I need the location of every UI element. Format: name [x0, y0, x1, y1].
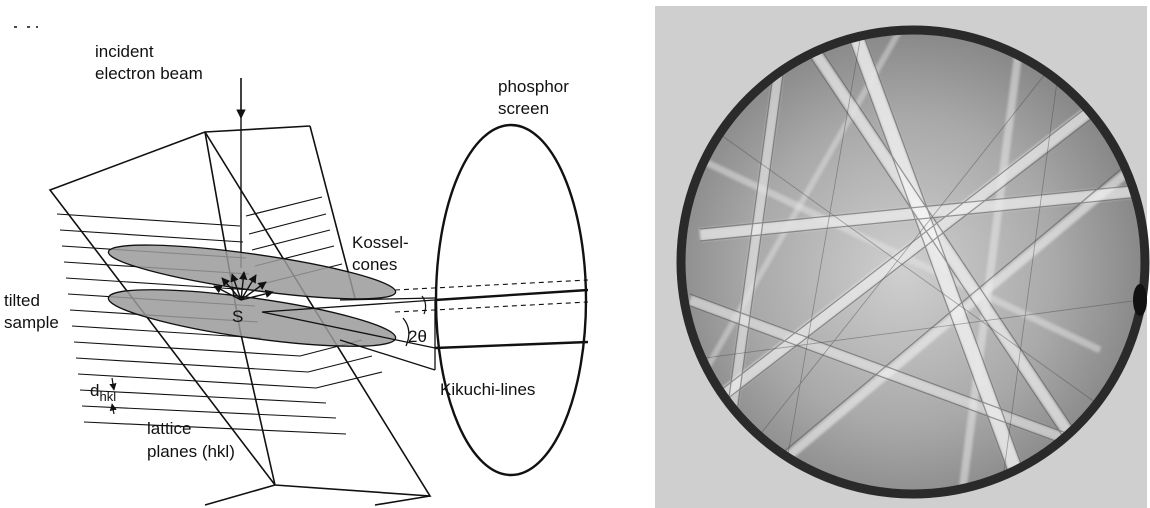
phosphor-screen	[436, 125, 586, 475]
label-two-theta: 2θ	[408, 327, 427, 346]
label-phosphor-1: phosphor	[498, 77, 569, 96]
kikuchi-pattern-image	[655, 6, 1150, 508]
label-dhkl-sub: hkl	[99, 389, 116, 404]
diagram-labels: incident electron beam phosphor screen K…	[4, 42, 569, 461]
label-lattice-2: planes (hkl)	[147, 442, 235, 461]
label-tilted-1: tilted	[4, 291, 40, 310]
label-incident-2: electron beam	[95, 64, 203, 83]
label-dhkl: dhkl	[90, 381, 116, 404]
label-lattice-1: lattice	[147, 419, 191, 438]
label-kossel-2: cones	[352, 255, 397, 274]
label-phosphor-2: screen	[498, 99, 549, 118]
label-dhkl-main: d	[90, 381, 99, 400]
label-incident-1: incident	[95, 42, 154, 61]
label-kossel-1: Kossel-	[352, 233, 409, 252]
label-kikuchi: Kikuchi-lines	[440, 380, 535, 399]
label-tilted-2: sample	[4, 313, 59, 332]
label-source-point: S	[232, 307, 243, 326]
rim-defect	[1133, 284, 1147, 316]
